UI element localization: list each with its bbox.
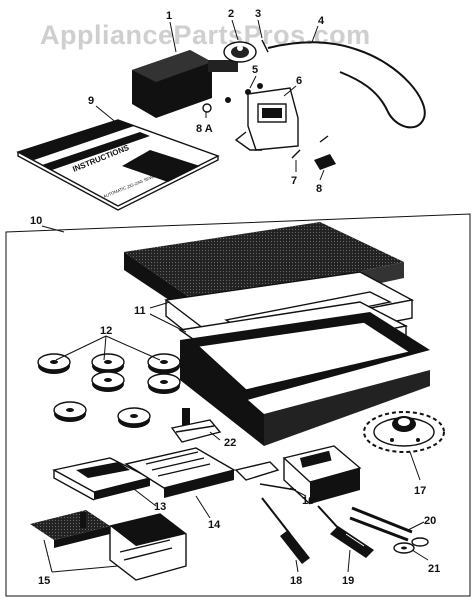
callout-14: 14	[208, 519, 221, 531]
instruction-booklet: INSTRUCTIONS AUTOMATIC ZIG-ZAG SEWING MA…	[16, 119, 220, 211]
motor-plug	[314, 154, 336, 170]
callout-1: 1	[166, 10, 172, 22]
callout-8a: 8 A	[196, 123, 213, 135]
callout-22: 22	[224, 437, 236, 449]
pulley-screw	[261, 39, 269, 53]
callout-18: 18	[290, 575, 302, 587]
presser-foot	[170, 408, 222, 443]
bracket-screw	[291, 149, 301, 159]
pattern-cam	[363, 411, 445, 453]
callout-20: 20	[424, 515, 436, 527]
motor-bracket	[234, 87, 299, 151]
needle-case	[124, 447, 236, 498]
callout-12: 12	[100, 325, 112, 337]
callout-2: 2	[228, 8, 234, 20]
buttonholer-set	[30, 510, 187, 581]
pulley	[237, 45, 243, 51]
leader-lines	[41, 19, 429, 573]
callout-6: 6	[296, 75, 302, 87]
bobbins	[37, 353, 181, 428]
motor	[132, 41, 257, 118]
bracket-screw-2	[319, 135, 329, 143]
callout-13: 13	[154, 501, 166, 513]
callout-11: 11	[134, 305, 146, 317]
screwdriver-small	[261, 497, 310, 564]
callout-3: 3	[255, 8, 261, 20]
callout-17: 17	[414, 485, 426, 497]
callout-15: 15	[38, 575, 50, 587]
callout-5: 5	[252, 64, 258, 76]
callout-21: 21	[428, 563, 440, 575]
power-cord	[267, 41, 426, 129]
accessory-pack	[234, 445, 362, 505]
callout-19: 19	[342, 575, 354, 587]
screwdriver-large	[317, 505, 374, 558]
spool-pins	[349, 506, 413, 542]
callout-8: 8	[316, 183, 322, 195]
callout-7: 7	[291, 175, 297, 187]
callout-9: 9	[88, 95, 94, 107]
callout-10: 10	[30, 215, 42, 227]
attachment-case	[52, 457, 153, 501]
accessory-box	[124, 222, 430, 446]
callout-4: 4	[318, 15, 325, 27]
callout-16: 16	[302, 495, 314, 507]
accessory-kit-frame	[5, 213, 471, 597]
spool-felts	[393, 537, 429, 554]
